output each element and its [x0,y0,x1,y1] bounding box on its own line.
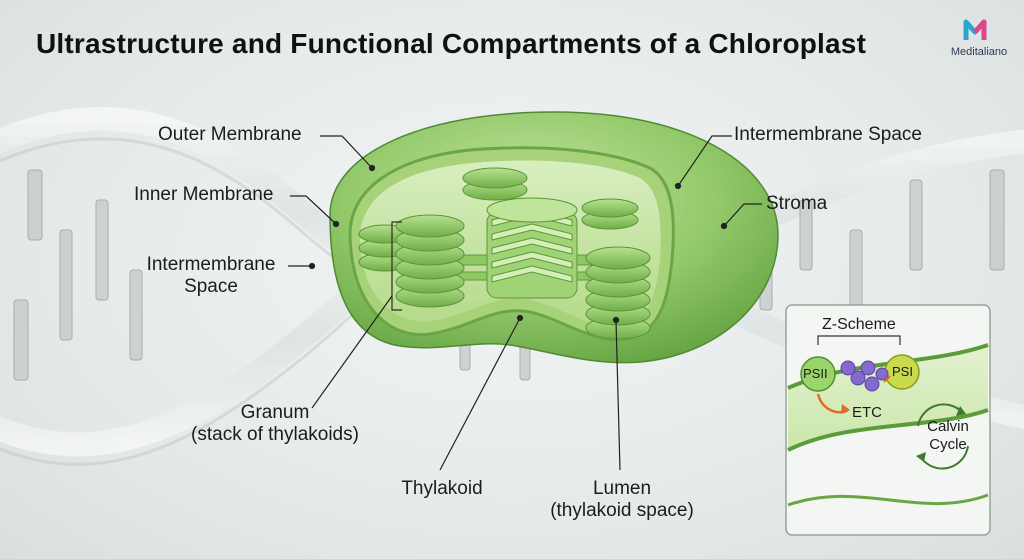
inset-etc-label: ETC [852,404,882,421]
label-intermembrane-space-left: Intermembrane Space [136,254,286,298]
granum-right [585,246,651,340]
label-intermembrane-line2: Space [184,276,238,297]
label-intermembrane-line1: Intermembrane [146,254,276,275]
calvin-cycle-arrows [917,403,969,470]
label-granum: Granum (stack of thylakoids) [175,402,375,446]
brand: Meditaliano [942,14,1016,58]
inset-title: Z-Scheme [822,316,896,333]
psii-circle [800,356,836,392]
inset-calvin-line2: Cycle [929,436,967,453]
brand-logo [963,19,987,40]
z-scheme-inset [785,304,991,536]
leader-lines [288,135,762,471]
label-lumen: Lumen (thylakoid space) [532,478,712,522]
brand-name: Meditaliano [950,46,1008,58]
granum-center-cutaway [486,197,578,299]
etc-carriers [840,360,889,392]
inset-psi-label: PSI [892,364,913,379]
label-granum-line1: Granum [240,402,310,423]
label-outer-membrane: Outer Membrane [158,124,302,145]
label-inner-membrane: Inner Membrane [134,184,274,205]
label-granum-line2: (stack of thylakoids) [191,424,359,445]
label-stroma: Stroma [766,193,828,214]
inset-calvin-line1: Calvin [927,418,969,435]
label-thylakoid: Thylakoid [401,478,483,499]
granum-left [395,214,465,308]
label-lumen-line1: Lumen [592,478,652,499]
label-intermembrane-space-right: Intermembrane Space [734,124,922,145]
inset-psii-label: PSII [803,366,828,381]
page-title: Ultrastructure and Functional Compartmen… [36,28,867,59]
inset-calvin-cycle-label: Calvin Cycle [920,418,976,454]
label-lumen-line2: (thylakoid space) [550,500,694,521]
granum-bracket [391,221,402,311]
chloroplast [329,111,779,364]
